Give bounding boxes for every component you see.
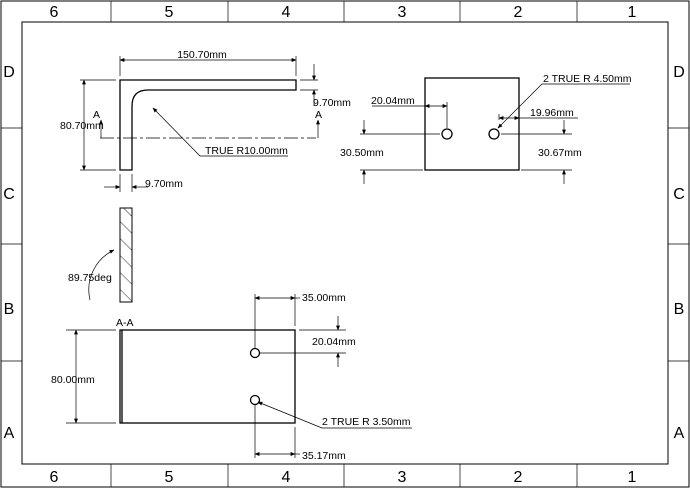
zone-row-b-right: B <box>674 301 685 318</box>
zone-row-a-left: A <box>4 425 15 442</box>
radius-callout: TRUE R10.00mm <box>205 145 288 157</box>
hatched-section <box>119 207 133 303</box>
zone-col-3-top: 3 <box>398 4 407 21</box>
zone-col-6-top: 6 <box>50 4 59 21</box>
zone-row-d-right: D <box>673 64 685 81</box>
zone-col-2-top: 2 <box>514 4 523 21</box>
bottom-plate-outline <box>119 329 296 424</box>
dim-bottom-35-00: 35.00mm <box>302 292 346 304</box>
zone-col-6-bottom: 6 <box>50 469 59 486</box>
zone-col-4-bottom: 4 <box>282 469 291 486</box>
dim-width-150-70: 150.70mm <box>177 49 227 61</box>
zone-col-2-bottom: 2 <box>514 469 523 486</box>
zone-row-c-right: C <box>673 186 685 203</box>
zone-row-d-left: D <box>3 64 15 81</box>
section-view: 89.75deg <box>68 207 133 303</box>
section-label: A-A <box>116 317 134 329</box>
dim-top-20-04: 20.04mm <box>371 95 415 107</box>
hole-right <box>488 128 500 140</box>
inner-border <box>21 21 669 465</box>
zone-col-5-bottom: 5 <box>165 469 174 486</box>
zone-row-a-right: A <box>674 425 685 442</box>
dim-top-19-96: 19.96mm <box>530 107 574 119</box>
zone-col-1-bottom: 1 <box>628 469 637 486</box>
hole-callout-top: 2 TRUE R 4.50mm <box>543 73 632 85</box>
zone-col-4-top: 4 <box>282 4 291 21</box>
dim-thickness-bottom: 9.70mm <box>145 178 183 190</box>
plate-outline <box>424 77 520 171</box>
section-mark-right: A <box>315 109 322 121</box>
zone-row-c-left: C <box>3 186 15 203</box>
angle-arc <box>88 249 115 301</box>
dim-bottom-80-00: 80.00mm <box>51 374 95 386</box>
section-mark-left: A <box>93 109 100 121</box>
dim-bottom-20-04: 20.04mm <box>312 336 356 348</box>
hole-callout-bottom: 2 TRUE R 3.50mm <box>322 416 411 428</box>
dim-top-30-50: 30.50mm <box>340 147 384 159</box>
zone-col-5-top: 5 <box>165 4 174 21</box>
bottom-hole-upper <box>249 347 261 359</box>
zone-col-1-top: 1 <box>628 4 637 21</box>
top-view: 20.04mm 19.96mm 30.50mm 30.67mm 2 TRUE R… <box>340 73 632 184</box>
dim-angle: 89.75deg <box>68 272 112 284</box>
bottom-view: A-A 80.00mm 35.00mm 20.04mm 2 TRUE R 3.5… <box>51 292 412 462</box>
bracket-profile <box>119 79 297 171</box>
dim-thickness-top: 9.70mm <box>313 97 351 109</box>
zone-col-3-bottom: 3 <box>398 469 407 486</box>
dim-height-80-70: 80.70mm <box>60 120 104 132</box>
front-view: 150.70mm 80.70mm 9.70mm 9.70mm A A TRUE … <box>60 49 351 192</box>
hole-left <box>441 128 453 140</box>
bottom-hole-lower <box>249 394 261 406</box>
dim-top-30-67: 30.67mm <box>538 147 582 159</box>
dim-bottom-35-17: 35.17mm <box>302 450 346 462</box>
zone-row-b-left: B <box>4 301 15 318</box>
